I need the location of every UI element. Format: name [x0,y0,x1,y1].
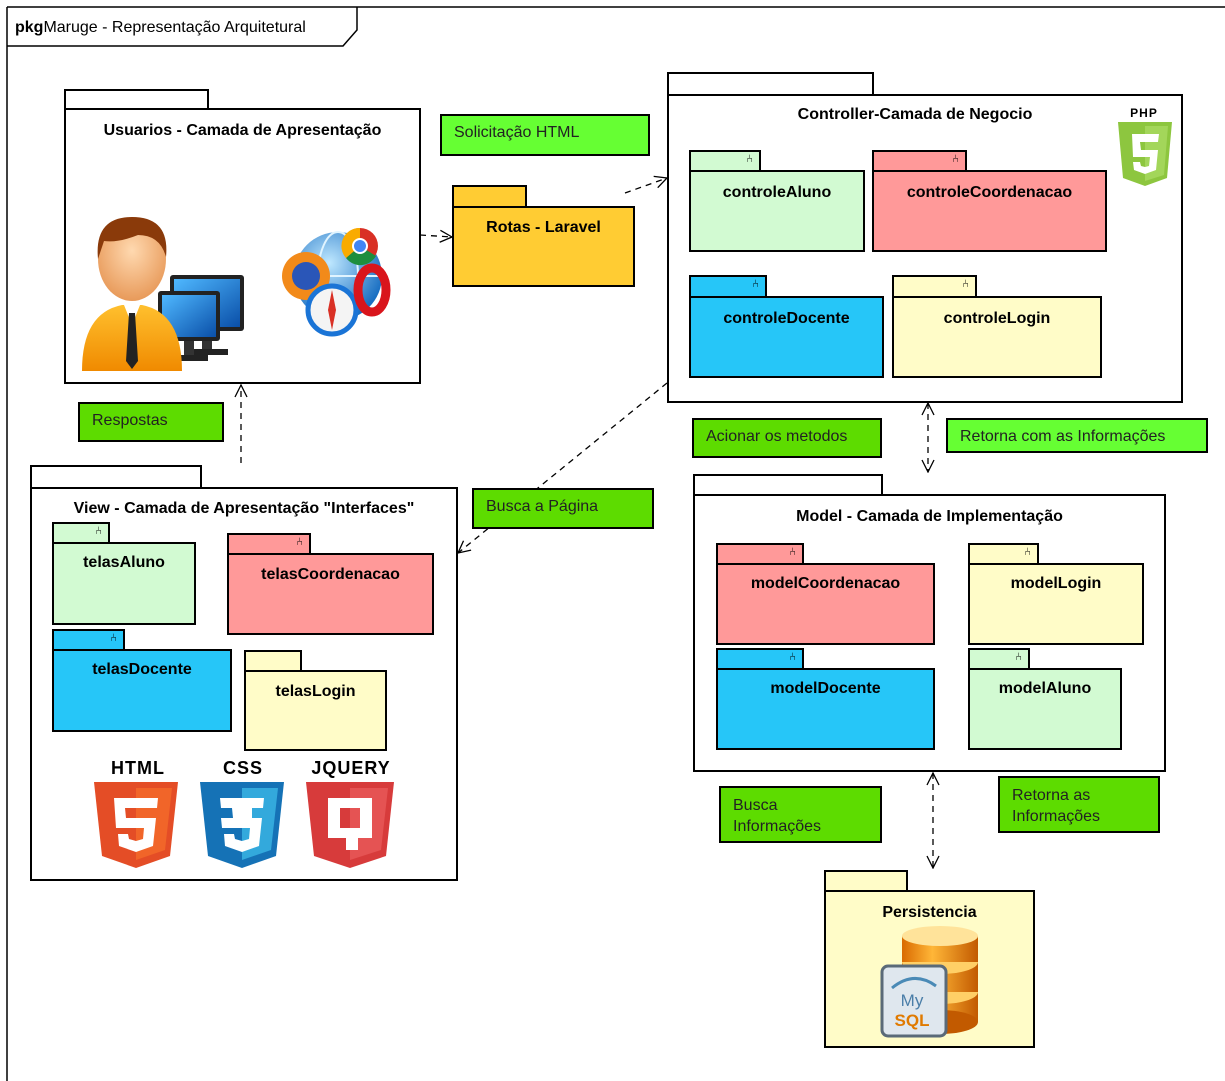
arrow-usuarios-rotas [419,235,452,237]
note-busca-pagina-text: Busca a Página [486,498,599,515]
telasLogin-title: telasLogin [275,683,356,700]
model-package-tab [693,474,883,496]
fork-icon: ⑃ [95,525,102,537]
controleLogin-tab: ⑃ [892,275,977,298]
note-respostas: Respostas [78,402,224,442]
rotas-package-tab [452,185,527,208]
controleAluno-tab: ⑃ [689,150,761,172]
modelDocente-tab: ⑃ [716,648,804,670]
modelLogin-package: modelLogin [968,563,1144,645]
persistencia-package-title: Persistencia [882,904,977,921]
telasCoordenacao-title: telasCoordenacao [261,566,400,583]
fork-icon: ⑃ [752,278,759,290]
modelDocente-title: modelDocente [770,680,881,697]
fork-icon: ⑃ [296,536,303,548]
controleAluno-title: controleAluno [722,184,832,201]
fork-icon: ⑃ [962,278,969,290]
user-at-computer-icon [82,217,244,371]
note-retorna-com-text: Retorna com as Informações [960,428,1166,445]
jquery-logo [306,782,394,868]
jquery-label: JQUERY [311,758,391,778]
fork-icon: ⑃ [789,546,796,558]
telasDocente-tab: ⑃ [52,629,125,651]
controleLogin-title: controleLogin [943,310,1051,327]
telasLogin-tab [244,650,302,672]
modelLogin-title: modelLogin [1010,575,1102,592]
arrow-rotas-controller [624,178,667,194]
note-busca-info: Busca Informações [719,786,882,843]
css3-logo [200,782,284,868]
telasDocente-package: telasDocente [52,649,232,732]
html5-logo [94,782,178,868]
controller-package-tab [667,72,874,96]
telasAluno-title: telasAluno [83,554,165,571]
html-label: HTML [111,758,165,778]
controleDocente-tab: ⑃ [689,275,767,298]
mysql-my-text: My [901,991,924,1010]
note-busca-info-line2: Informações [733,818,822,835]
css-label: CSS [222,758,263,778]
fork-icon: ⑃ [746,153,753,165]
telasLogin-package: telasLogin [244,670,387,751]
telasCoordenacao-tab: ⑃ [227,533,311,555]
note-retorna-com: Retorna com as Informações [946,418,1208,453]
frame-keyword: pkg [15,19,44,36]
web-browsers-icon [282,227,391,337]
controleCoordenacao-package: controleCoordenacao [872,170,1107,252]
telasDocente-title: telasDocente [92,661,192,678]
model-package-title: Model - Camada de Implementação [796,508,1063,525]
php-label: PHP [1130,106,1158,120]
note-solicitacao: Solicitação HTML [440,114,650,156]
controller-package-title: Controller-Camada de Negocio [797,106,1033,123]
modelCoordenacao-tab: ⑃ [716,543,804,565]
controleDocente-title: controleDocente [723,310,850,327]
controleDocente-package: controleDocente [689,296,884,378]
rotas-package-title: Rotas - Laravel [486,219,601,236]
persistencia-package-tab [824,870,908,892]
view-package-tab [30,465,202,489]
fork-icon: ⑃ [110,632,117,644]
controleCoordenacao-tab: ⑃ [872,150,967,172]
fork-icon: ⑃ [1015,651,1022,663]
controleCoordenacao-title: controleCoordenacao [906,184,1073,201]
modelAluno-package: modelAluno [968,668,1122,750]
modelLogin-tab: ⑃ [968,543,1039,565]
modelAluno-tab: ⑃ [968,648,1030,670]
usuarios-package-tab [64,89,209,110]
modelAluno-title: modelAluno [998,680,1092,697]
note-acionar: Acionar os metodos [692,418,882,458]
controleAluno-package: controleAluno [689,170,865,252]
note-busca-pagina: Busca a Página [472,488,654,529]
telasCoordenacao-package: telasCoordenacao [227,553,434,635]
note-retorna-as: Retorna as Informações [998,776,1160,833]
frame-title: pkgMaruge - Representação Arquitetural [15,19,306,37]
fork-icon: ⑃ [952,153,959,165]
usuarios-package-title: Usuarios - Camada de Apresentação [103,122,382,139]
note-respostas-text: Respostas [92,412,168,429]
rotas-package: Rotas - Laravel [452,206,635,287]
note-retorna-as-line2: Informações [1012,808,1101,825]
telasAluno-package: telasAluno [52,542,196,625]
telasAluno-tab: ⑃ [52,522,110,544]
fork-icon: ⑃ [789,651,796,663]
note-solicitacao-text: Solicitação HTML [454,124,580,141]
frame-name: Maruge - Representação Arquitetural [43,19,306,36]
note-retorna-as-line1: Retorna as [1012,787,1091,804]
controleLogin-package: controleLogin [892,296,1102,378]
php5-logo [1118,122,1172,186]
fork-icon: ⑃ [1024,546,1031,558]
mysql-sql-text: SQL [895,1011,930,1030]
modelDocente-package: modelDocente [716,668,935,750]
modelCoordenacao-title: modelCoordenacao [750,575,901,592]
note-acionar-text: Acionar os metodos [706,428,848,445]
modelCoordenacao-package: modelCoordenacao [716,563,935,645]
note-busca-info-line1: Busca [733,797,778,814]
view-package-title: View - Camada de Apresentação "Interface… [73,500,415,517]
mysql-database-icon: My SQL [880,926,978,1038]
